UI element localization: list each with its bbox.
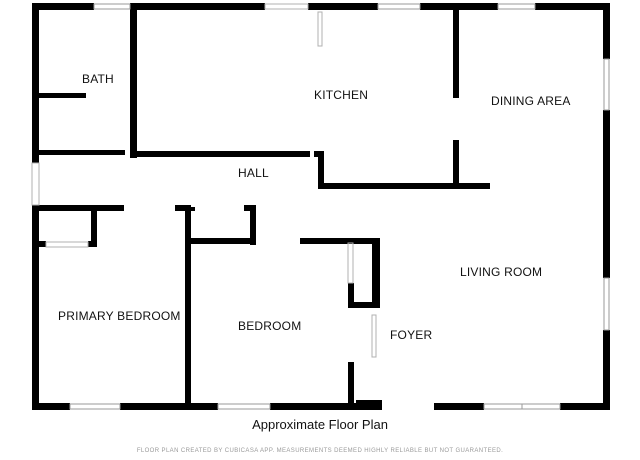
room-label-dining-area: DINING AREA: [491, 94, 571, 108]
windows: [69, 3, 610, 410]
room-label-bedroom: BEDROOM: [238, 319, 302, 333]
room-label-kitchen: KITCHEN: [314, 88, 369, 102]
room-label-hall: HALL: [238, 166, 269, 180]
room-label-primary-bedroom: PRIMARY BEDROOM: [58, 309, 181, 323]
interior-walls: [39, 3, 490, 410]
door-markers: [31, 3, 377, 358]
disclaimer-text: FLOOR PLAN CREATED BY CUBICASA APP. MEAS…: [136, 448, 504, 454]
floor-plan-caption: Approximate Floor Plan: [252, 417, 388, 432]
room-label-bath: BATH: [82, 72, 114, 86]
room-label-living-room: LIVING ROOM: [460, 265, 543, 279]
room-label-foyer: FOYER: [390, 328, 433, 342]
